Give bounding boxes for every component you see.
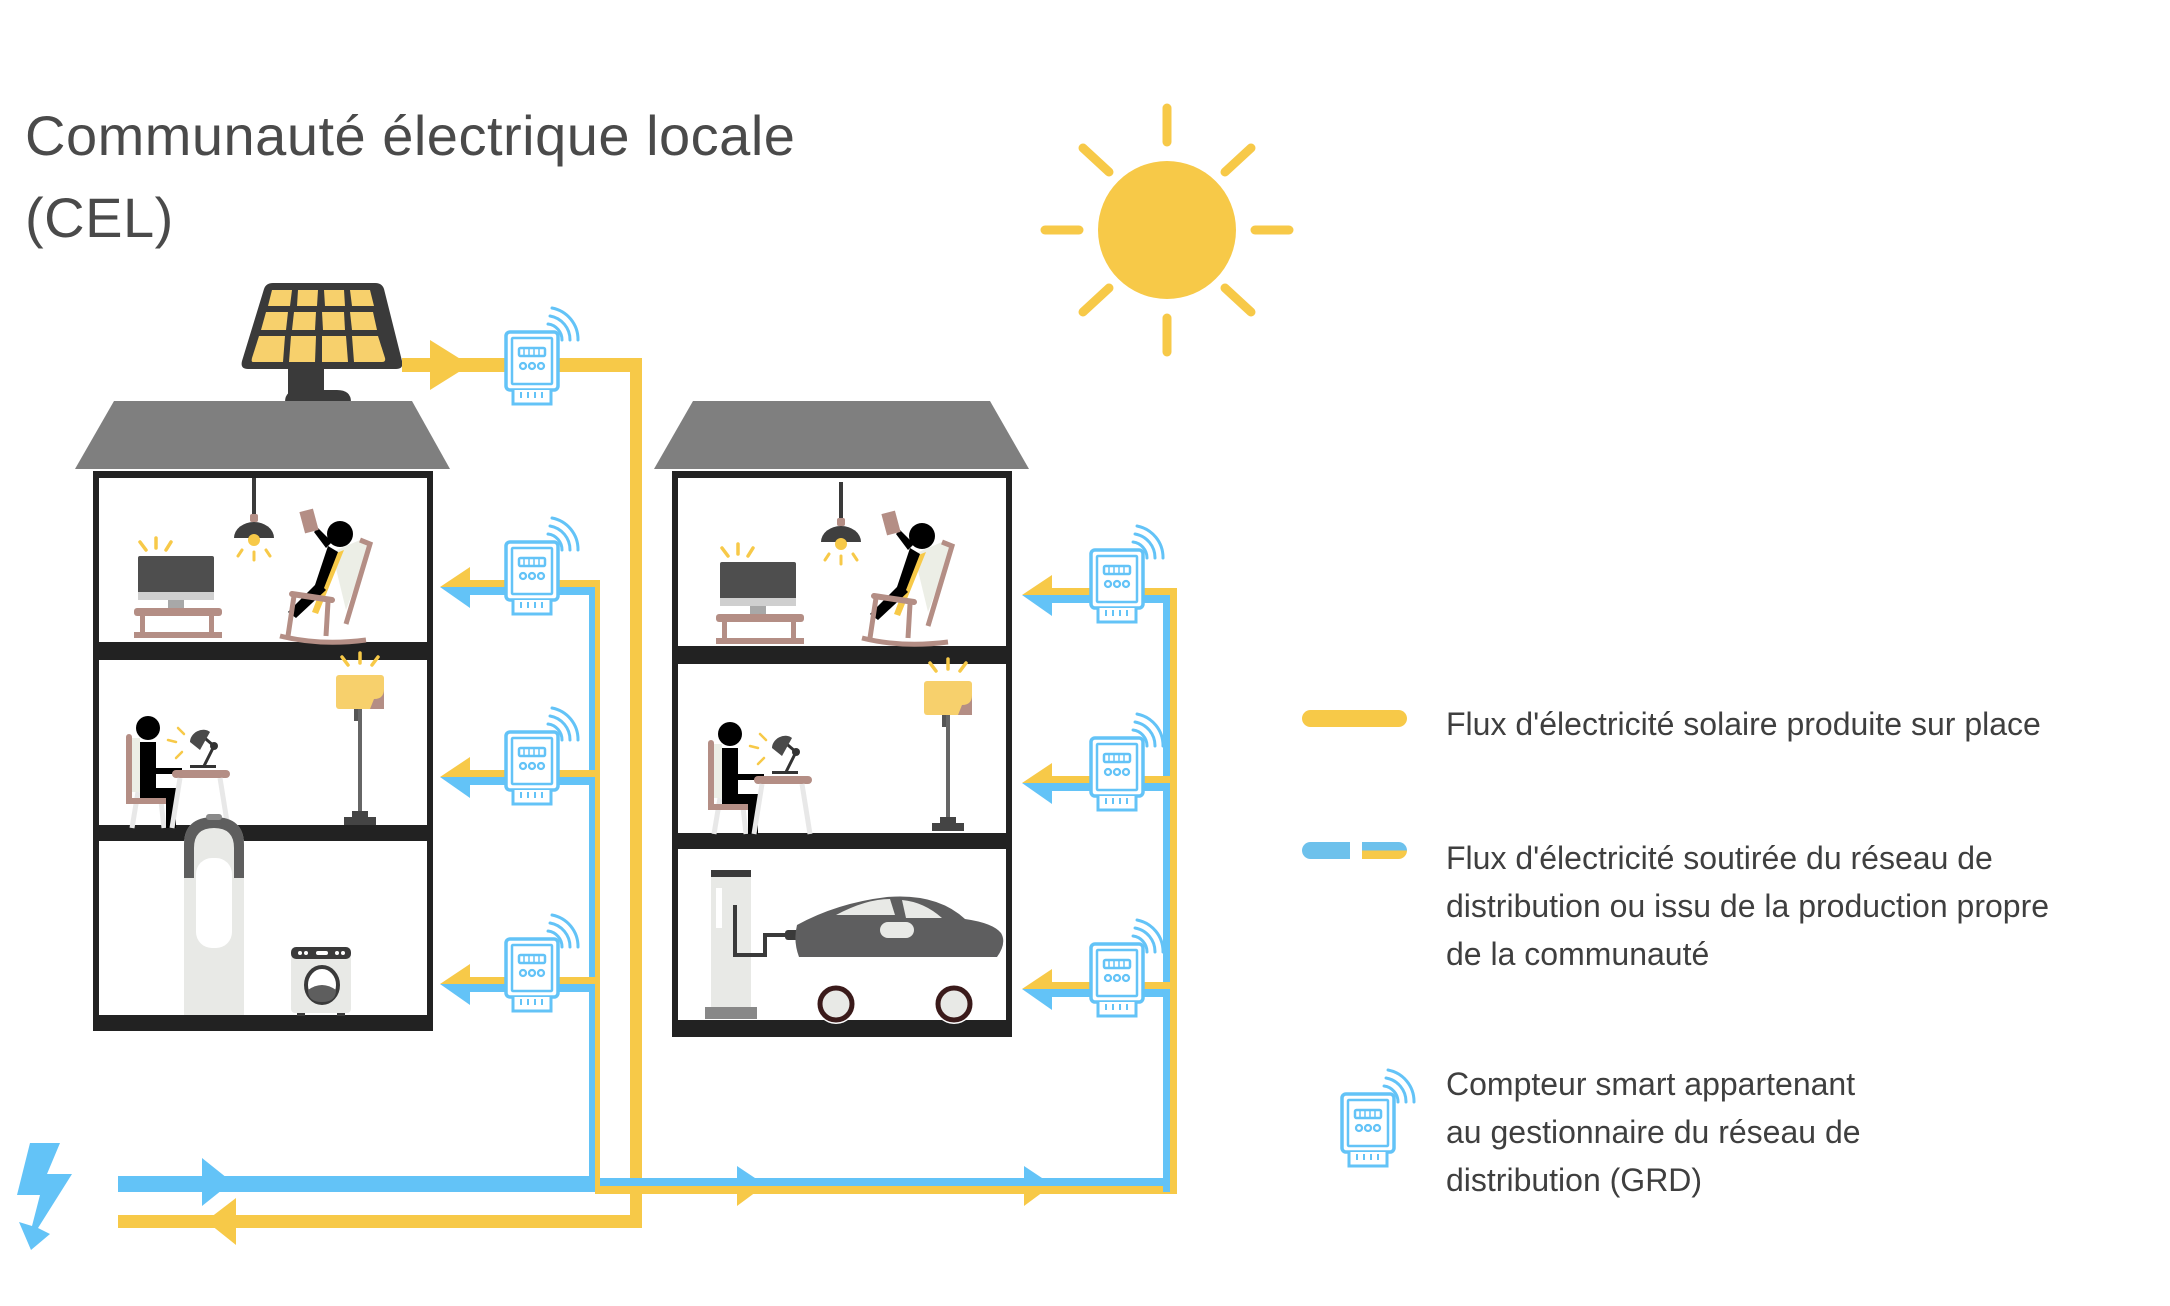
legend-grid-text: Flux d'électricité soutirée du réseau de… [1446, 834, 2049, 978]
legend-meter-line-1: Compteur smart appartenant [1446, 1066, 1856, 1102]
electric-car-icon [795, 896, 1004, 1024]
grid-flow-swatch-blue [1302, 842, 1350, 859]
floor-lamp-icon [334, 651, 386, 827]
legend-grid-line-1: Flux d'électricité soutirée du réseau de [1446, 840, 1993, 876]
legend-grid-line-3: de la communauté [1446, 936, 1710, 972]
roof [75, 401, 450, 469]
smart-meter-icon [504, 516, 580, 616]
smart-meter-icon [1089, 524, 1165, 624]
legend-meter-line-3: distribution (GRD) [1446, 1162, 1703, 1198]
ceiling-lamp-icon [819, 480, 863, 566]
building-right [654, 401, 1029, 1037]
solar-production-flow [118, 340, 642, 1245]
title-line-2: (CEL) [25, 186, 174, 249]
tv-icon [132, 536, 224, 640]
smart-meter-icon [504, 706, 580, 806]
smart-meter-icon [1340, 1068, 1416, 1168]
person-at-desk-icon [708, 722, 812, 834]
smart-meter-icon [1089, 712, 1165, 812]
lightning-bolt-icon [17, 1143, 72, 1250]
solar-panel-icon [241, 283, 403, 402]
smart-meter-icon [504, 913, 580, 1013]
sun-icon [1040, 103, 1294, 357]
legend-meter-text: Compteur smart appartenant au gestionnai… [1446, 1060, 1861, 1204]
building-left [75, 401, 450, 1031]
legend-grid-line-2: distribution ou issu de la production pr… [1446, 888, 2050, 924]
page-title: Communauté électrique locale (CEL) [25, 95, 795, 259]
arrow-right-solar [430, 340, 470, 390]
legend-solar-line: Flux d'électricité solaire produite sur … [1446, 706, 2041, 742]
tv-icon [714, 542, 806, 646]
title-line-1: Communauté électrique locale [25, 104, 796, 167]
smart-meter-icon [1089, 918, 1165, 1018]
person-reading-icon [862, 511, 952, 645]
grid-import-flow [118, 580, 1177, 1206]
water-heater-icon [184, 814, 244, 1015]
washing-machine-icon [291, 947, 351, 1016]
smart-meter-icon [504, 306, 580, 406]
legend-solar-text: Flux d'électricité solaire produite sur … [1446, 700, 2041, 748]
person-at-desk-icon [126, 716, 230, 828]
person-reading-icon [280, 509, 370, 643]
roof [654, 401, 1029, 469]
ev-charger-icon [705, 870, 799, 1019]
floor-lamp-icon [922, 657, 974, 833]
solar-flow-swatch [1302, 710, 1407, 727]
grid-flow-swatch-mixed [1362, 842, 1407, 859]
legend-meter-line-2: au gestionnaire du réseau de [1446, 1114, 1861, 1150]
arrow-left-return [206, 1198, 236, 1245]
ceiling-lamp-icon [232, 476, 276, 562]
